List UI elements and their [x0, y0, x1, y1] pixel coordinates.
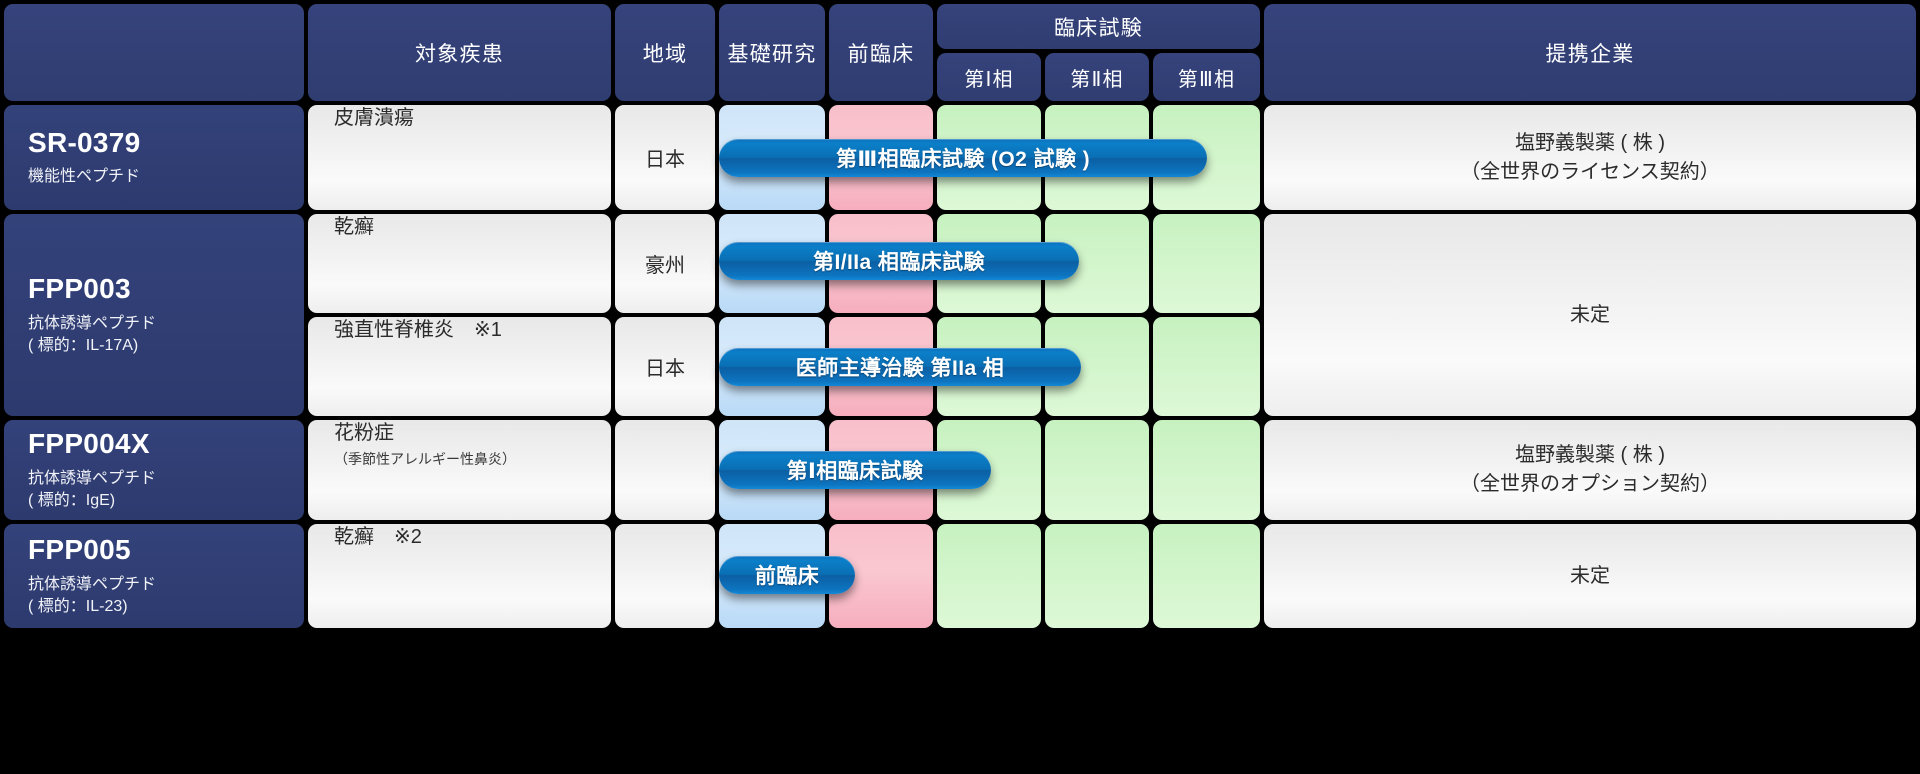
pill-label: 第Ⅲ相臨床試験 (O2 試験 ) — [835, 148, 1091, 171]
product-subtitle-line2: ( 標的：IL-23) — [28, 597, 128, 615]
header-region: 地域 — [615, 4, 715, 101]
disease-cell-row5: 乾癬 ※2 — [308, 524, 611, 628]
disease-label: 花粉症 — [334, 422, 394, 444]
partner-cell-row4: 塩野義製薬 ( 株 ) （全世界のオプション契約） — [1264, 420, 1916, 520]
product-code: FPP003 — [28, 273, 131, 305]
header-disease-label: 対象疾患 — [414, 42, 505, 66]
header-partner-label: 提携企業 — [1545, 42, 1635, 66]
stage-phase3-row4 — [1153, 420, 1260, 520]
region-label: 豪州 — [645, 255, 685, 277]
product-subtitle-line2: ( 標的：IgE) — [28, 491, 116, 509]
header-phase2-label: 第Ⅱ相 — [1070, 68, 1124, 91]
stage-phase2-row4 — [1045, 420, 1149, 520]
partner-label: 未定 — [1570, 303, 1610, 326]
pill-fpp004x-phase1[interactable]: 第Ⅰ相臨床試験 — [719, 451, 991, 489]
disease-cell-row1: 皮膚潰瘍 — [308, 105, 611, 210]
row-label-fpp004x: FPP004X 抗体誘導ペプチド ( 標的：IgE) — [4, 420, 304, 520]
product-code: SR-0379 — [28, 126, 141, 158]
product-code: FPP005 — [28, 534, 131, 566]
region-cell-row5 — [615, 524, 715, 628]
region-label: 日本 — [645, 149, 685, 171]
pill-label: 医師主導治験 第IIa 相 — [795, 357, 1005, 380]
stage-phase3-row2 — [1153, 214, 1260, 313]
pill-fpp003-phase1-2a[interactable]: 第I/IIa 相臨床試験 — [719, 242, 1079, 280]
disease-cell-row3: 強直性脊椎炎 ※1 — [308, 317, 611, 416]
pill-fpp003-investigator-2b[interactable]: 医師主導治験 第IIa 相 — [719, 348, 1081, 386]
product-subtitle: 機能性ペプチド — [28, 168, 141, 186]
partner-cell-row1: 塩野義製薬 ( 株 ) （全世界のライセンス契約） — [1264, 105, 1916, 210]
product-code: FPP004X — [28, 428, 150, 460]
disease-label: 乾癬 — [334, 216, 374, 238]
header-clinical-trial-label: 臨床試験 — [1053, 16, 1144, 40]
product-subtitle-line2: ( 標的：IL-17A) — [28, 336, 139, 354]
header-basic-research-label: 基礎研究 — [727, 42, 817, 66]
header-phase1-label: 第Ⅰ相 — [964, 68, 1014, 91]
region-label: 日本 — [645, 358, 685, 380]
header-partner: 提携企業 — [1264, 4, 1916, 101]
header-disease: 対象疾患 — [308, 4, 611, 101]
header-region-label: 地域 — [642, 42, 688, 66]
header-phase3: 第Ⅲ相 — [1153, 53, 1260, 101]
header-basic-research: 基礎研究 — [719, 4, 825, 101]
disease-label: 強直性脊椎炎 ※1 — [334, 319, 502, 341]
disease-cell-row2: 乾癬 — [308, 214, 611, 313]
region-cell-row3: 日本 — [615, 317, 715, 416]
partner-line-1: 塩野義製薬 ( 株 ) — [1515, 131, 1665, 154]
partner-cell-row2: 未定 — [1264, 214, 1916, 416]
row-label-fpp003: FPP003 抗体誘導ペプチド ( 標的：IL-17A) — [4, 214, 304, 416]
header-preclinical: 前臨床 — [829, 4, 933, 101]
stage-phase3-row5 — [1153, 524, 1260, 628]
pill-label: 第Ⅰ相臨床試験 — [786, 460, 924, 483]
header-blank — [4, 4, 304, 101]
disease-cell-row4: 花粉症 （季節性アレルギー性鼻炎） — [308, 420, 611, 520]
product-subtitle-line1: 抗体誘導ペプチド — [28, 469, 157, 487]
row-label-fpp005: FPP005 抗体誘導ペプチド ( 標的：IL-23) — [4, 524, 304, 628]
header-phase2: 第Ⅱ相 — [1045, 53, 1149, 101]
pill-label: 第I/IIa 相臨床試験 — [813, 251, 985, 274]
disease-label: 皮膚潰瘍 — [334, 107, 414, 129]
region-cell-row1: 日本 — [615, 105, 715, 210]
pill-sr0379-phase3[interactable]: 第Ⅲ相臨床試験 (O2 試験 ) — [719, 139, 1207, 177]
product-subtitle-line1: 抗体誘導ペプチド — [28, 575, 157, 593]
stage-phase3-row3 — [1153, 317, 1260, 416]
pill-label: 前臨床 — [754, 565, 820, 588]
header-phase3-label: 第Ⅲ相 — [1177, 68, 1236, 91]
region-cell-row2: 豪州 — [615, 214, 715, 313]
header-preclinical-label: 前臨床 — [847, 42, 915, 66]
pill-fpp005-preclinical[interactable]: 前臨床 — [719, 556, 855, 594]
partner-label: 未定 — [1570, 564, 1610, 587]
product-subtitle-line1: 抗体誘導ペプチド — [28, 314, 157, 332]
disease-label: 乾癬 ※2 — [334, 526, 422, 548]
partner-line-2: （全世界のライセンス契約） — [1460, 160, 1720, 183]
row-label-sr0379: SR-0379 機能性ペプチド — [4, 105, 304, 210]
region-cell-row4 — [615, 420, 715, 520]
partner-cell-row5: 未定 — [1264, 524, 1916, 628]
disease-sublabel: （季節性アレルギー性鼻炎） — [334, 451, 516, 467]
partner-line-2: （全世界のオプション契約） — [1460, 473, 1720, 495]
stage-phase2-row5 — [1045, 524, 1149, 628]
partner-line-1: 塩野義製薬 ( 株 ) — [1515, 444, 1665, 466]
header-phase1: 第Ⅰ相 — [937, 53, 1041, 101]
header-clinical-trial: 臨床試験 — [937, 4, 1260, 49]
stage-phase1-row5 — [937, 524, 1041, 628]
